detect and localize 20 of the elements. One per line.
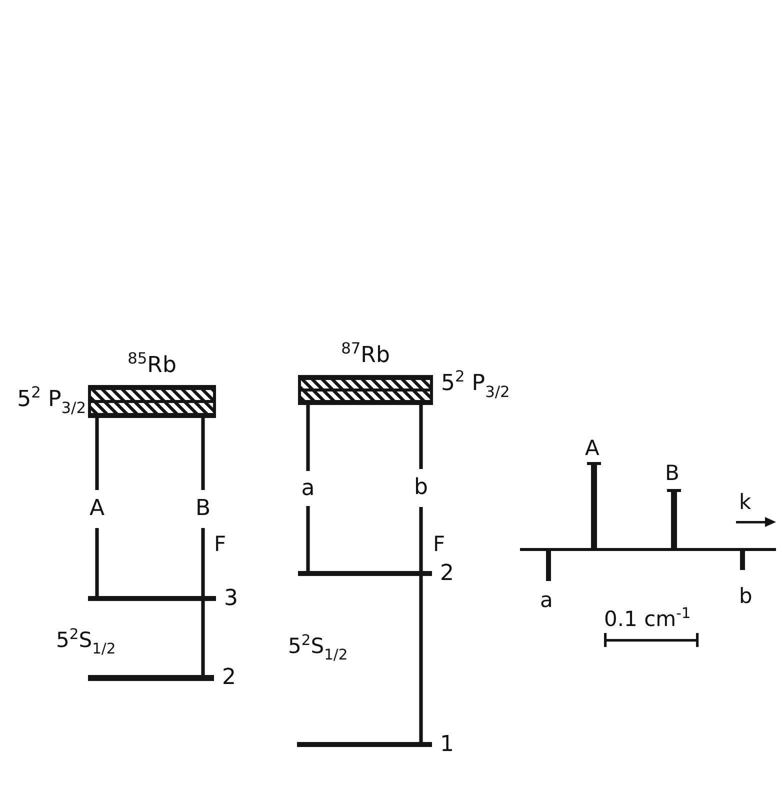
level-number: 3 [224, 588, 238, 610]
transition-label: a [301, 478, 315, 500]
transition-line [201, 418, 205, 675]
wavevector-symbol: k [739, 492, 752, 513]
peak-label: A [585, 438, 600, 459]
transition-line [419, 405, 423, 742]
level-number: 1 [440, 734, 454, 756]
peak-label: a [540, 590, 553, 611]
level-number: 2 [440, 562, 454, 584]
level-number: 2 [222, 667, 236, 689]
transition-label: B [195, 498, 211, 520]
transition-line [306, 405, 310, 571]
peak-label: B [665, 463, 680, 484]
scale-label: 0.1 cm$^{-1}$ [604, 609, 691, 630]
quantum-number-symbol: F [433, 534, 446, 555]
transition-label: A [89, 498, 105, 520]
peak-label: b [739, 586, 752, 607]
quantum-number-symbol: F [214, 534, 226, 555]
transition-line [95, 418, 99, 596]
transition-label: b [414, 477, 428, 499]
